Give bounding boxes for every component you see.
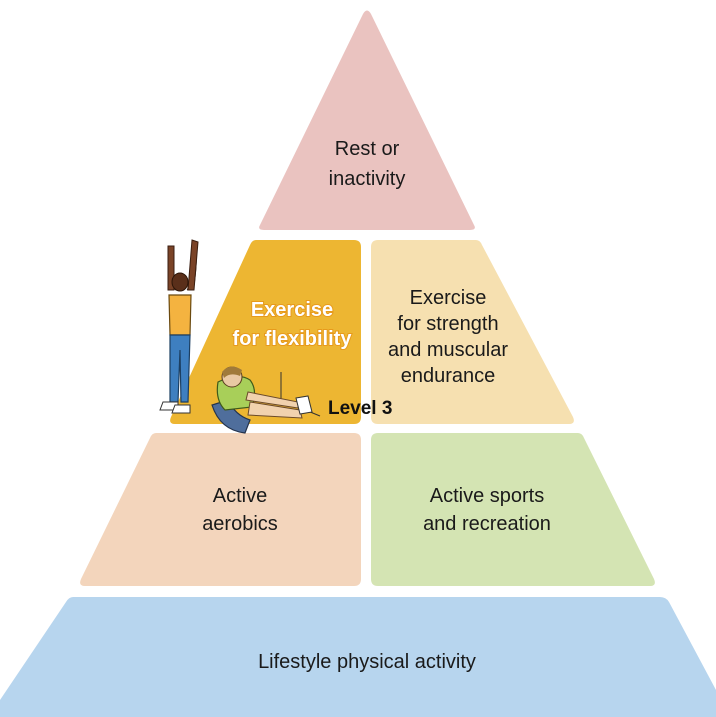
aerobics-label-line2: aerobics xyxy=(202,513,278,535)
base-label: Lifestyle physical activity xyxy=(258,651,476,673)
flexibility-label-line2: for flexibility xyxy=(233,328,353,350)
level-3-label: Level 3 xyxy=(328,398,392,419)
rest-label-line2: inactivity xyxy=(329,168,406,190)
seated-stretch-person-icon xyxy=(211,366,313,434)
flexibility-label-line1: Exercise xyxy=(251,299,333,321)
standing-stretch-person-icon xyxy=(159,239,199,414)
strength-label-line3: and muscular xyxy=(388,339,508,361)
strength-label-line2: for strength xyxy=(397,313,498,335)
aerobics-label-line1: Active xyxy=(213,485,267,507)
strength-label-line1: Exercise xyxy=(410,287,487,309)
pyramid-base-block xyxy=(0,597,716,717)
pyramid-top-rest xyxy=(259,10,475,230)
pyramid-strength-block xyxy=(371,240,574,424)
sports-label-line2: and recreation xyxy=(423,513,551,535)
pyramid-flexibility-block xyxy=(170,240,361,424)
strength-label-line4: endurance xyxy=(401,365,496,387)
sports-label-line1: Active sports xyxy=(430,485,544,507)
rest-label-line1: Rest or xyxy=(335,138,400,160)
pyramid-aerobics-block xyxy=(80,433,361,586)
pyramid-sports-block xyxy=(371,433,655,586)
